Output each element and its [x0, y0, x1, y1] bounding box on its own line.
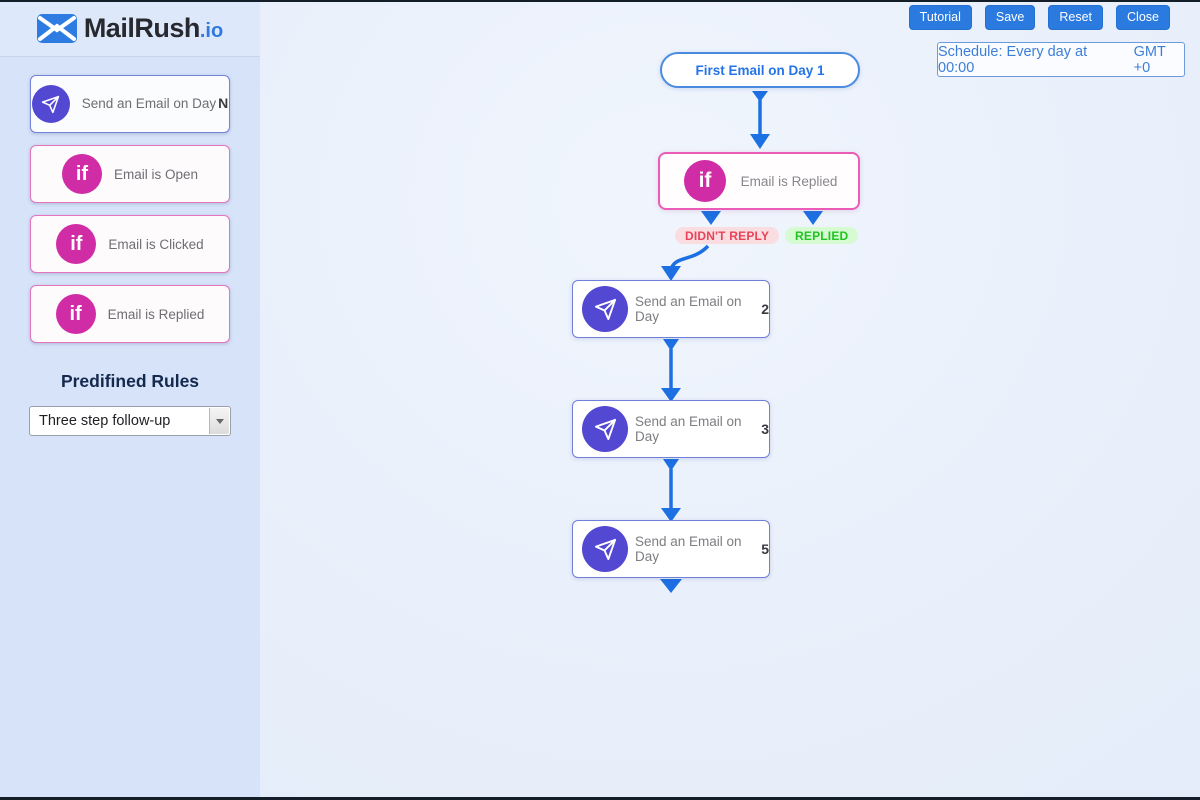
paper-plane-icon — [582, 286, 628, 332]
node-label: Send an Email on Day — [635, 534, 742, 564]
selected-rule-value: Three step follow-up — [39, 413, 171, 429]
logo-wordmark: MailRush.io — [84, 13, 223, 44]
schedule-box[interactable]: Schedule: Every day at 00:00 GMT +0 — [937, 42, 1185, 77]
flow-node-send-email-day-5[interactable]: Send an Email on Day 5 — [572, 520, 770, 578]
if-icon: if — [56, 224, 97, 264]
logo-brand: MailRush — [83, 12, 201, 43]
schedule-timezone: GMT +0 — [1133, 43, 1166, 76]
envelope-logo-icon — [36, 13, 77, 43]
window-chrome-top — [0, 0, 1200, 2]
palette-block-email-is-open[interactable]: if Email is Open — [30, 145, 230, 203]
node-label: Send an Email on Day — [635, 414, 742, 444]
palette-block-email-is-clicked[interactable]: if Email is Clicked — [30, 215, 230, 273]
predefined-rules-select[interactable]: Three step follow-up — [29, 406, 231, 436]
node-label: Send an Email on Day — [635, 294, 742, 324]
node-day-number: 2 — [761, 301, 769, 317]
flow-node-send-email-day-2[interactable]: Send an Email on Day 2 — [572, 280, 770, 338]
if-icon: if — [61, 154, 102, 194]
window-chrome-bottom — [0, 797, 1200, 800]
close-button[interactable]: Close — [1116, 5, 1170, 30]
paper-plane-icon — [582, 526, 628, 572]
flow-node-send-email-day-3[interactable]: Send an Email on Day 3 — [572, 400, 770, 458]
paper-plane-icon — [582, 406, 628, 452]
node-day-number: 3 — [761, 421, 769, 437]
logo: MailRush.io — [0, 0, 260, 57]
palette-block-label: Email is Clicked — [108, 236, 204, 252]
save-button[interactable]: Save — [984, 5, 1036, 30]
toolbar: Tutorial Save Reset Close — [908, 5, 1170, 30]
condition-label: Email is Replied — [740, 173, 838, 189]
tutorial-button[interactable]: Tutorial — [908, 5, 972, 30]
palette-block-label: Email is Open — [113, 166, 199, 182]
node-day-number: 5 — [761, 541, 769, 557]
branch-label-didnt-reply: DIDN'T REPLY — [675, 227, 780, 244]
if-icon: if — [55, 294, 96, 334]
logo-tld: .io — [199, 19, 224, 42]
paper-plane-icon — [31, 85, 70, 123]
day-placeholder: N — [218, 95, 229, 111]
branch-label-replied: REPLIED — [785, 227, 859, 244]
reset-button[interactable]: Reset — [1048, 5, 1104, 30]
palette-block-email-is-replied[interactable]: if Email is Replied — [30, 285, 230, 343]
palette-block-label: Email is Replied — [107, 306, 205, 322]
flow-condition-node-email-is-replied[interactable]: if Email is Replied — [658, 152, 860, 210]
chevron-down-icon — [209, 408, 229, 434]
schedule-text: Schedule: Every day at 00:00 — [938, 43, 1088, 76]
if-icon: if — [684, 160, 726, 202]
predefined-rules-heading: Predifined Rules — [60, 371, 200, 391]
flow-start-node[interactable]: First Email on Day 1 — [660, 52, 860, 88]
